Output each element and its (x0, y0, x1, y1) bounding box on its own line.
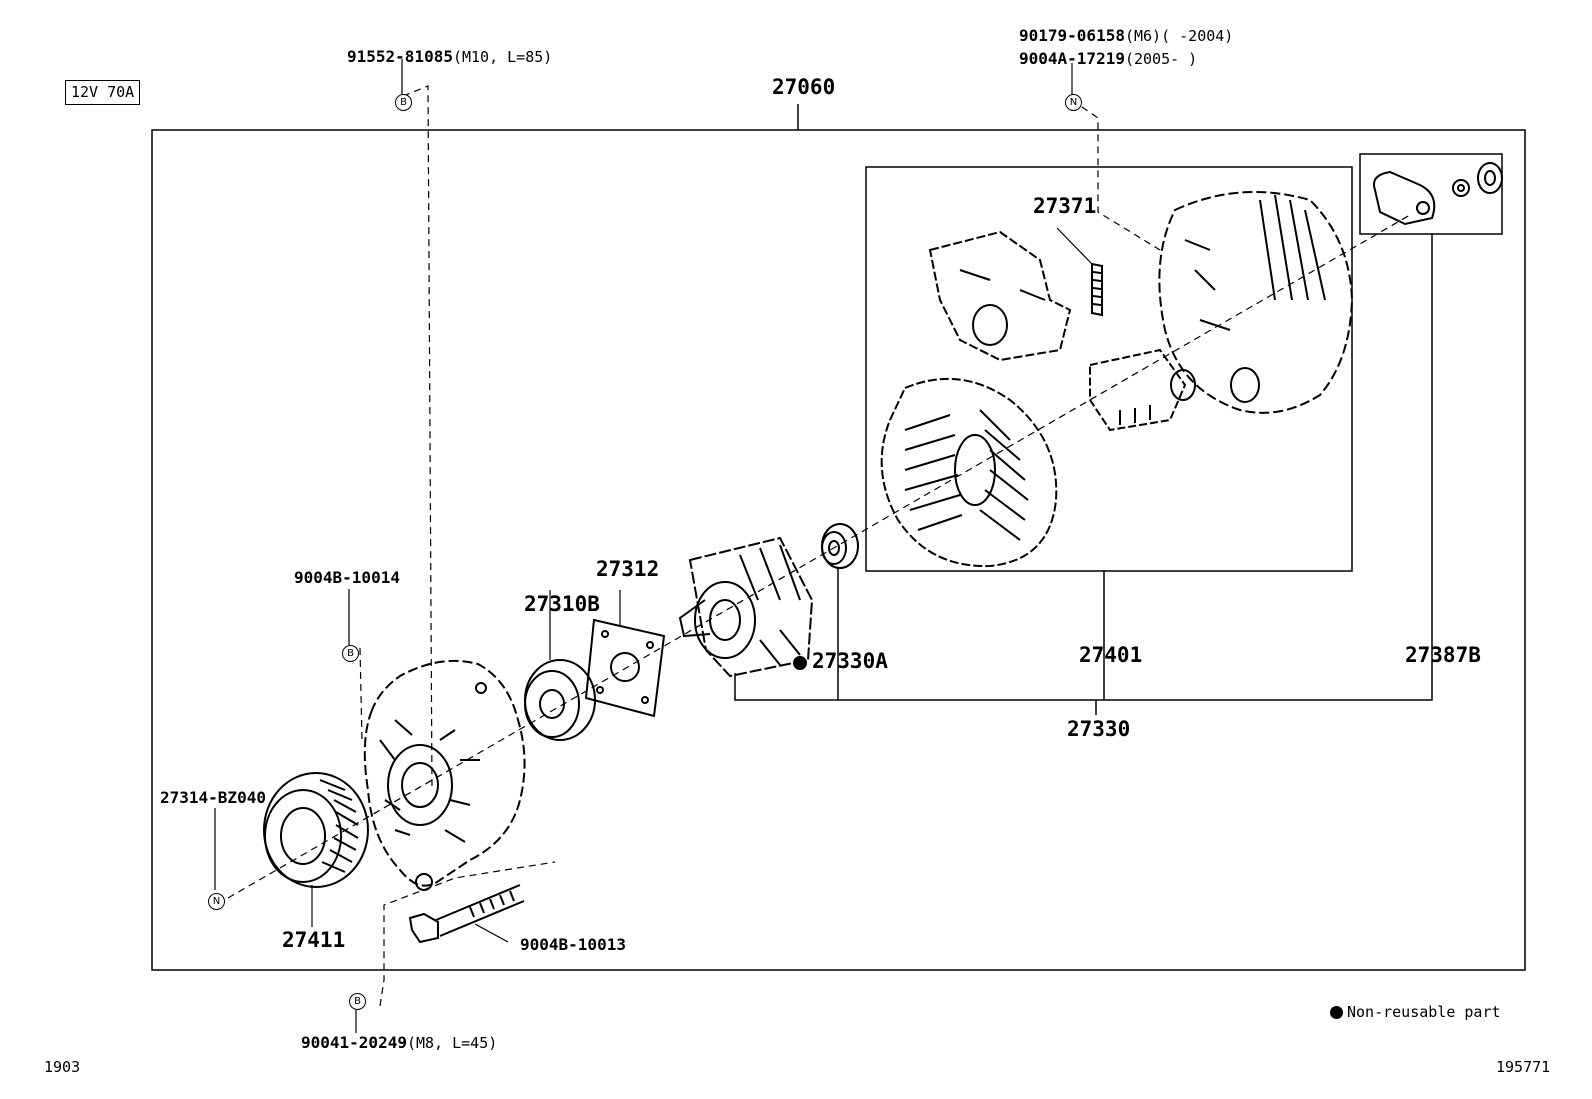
part-number: 9004A-17219 (1019, 49, 1125, 68)
legend-dot (1330, 1006, 1343, 1019)
brush-holder-subbox (1359, 153, 1503, 235)
label-pulley: 27411 (282, 928, 346, 952)
part-number: 90179-06158 (1019, 26, 1125, 45)
assembly-boundary (151, 129, 1526, 971)
bearing-27330A (821, 523, 859, 569)
legend-non-reusable: Non-reusable part (1330, 1005, 1501, 1020)
marker-b-top: B (395, 94, 412, 111)
footer-left: 1903 (44, 1058, 81, 1076)
label-stator: 27401 (1079, 643, 1143, 667)
through-bolt (408, 884, 525, 944)
marker-b-bottom: B (349, 993, 366, 1010)
drive-end-frame (363, 659, 526, 891)
part-spec: (M6)( -2004) (1124, 27, 1234, 45)
marker-n-left: N (208, 893, 225, 910)
regulator (1089, 348, 1196, 432)
nonreusable-dot-27330A (793, 656, 807, 670)
label-bolt-left: 9004B-10014 (294, 568, 400, 587)
label-drive-end-frame: 27330 (1067, 717, 1131, 741)
stator-27401 (880, 377, 1058, 568)
part-spec: (M10, L=85) (452, 48, 553, 66)
part-spec: (2005- ) (1124, 50, 1198, 68)
label-bearing-rear: 27330A (812, 649, 888, 673)
label-rotor: 27312 (596, 557, 660, 581)
clip-27371 (1091, 262, 1103, 317)
label-clip: 27371 (1033, 194, 1097, 218)
brush-holder-27387B (1373, 162, 1503, 226)
stator-subbox (865, 166, 1353, 572)
bearing-27310B (524, 659, 596, 741)
label-bolt-top: 91552-81085(M10, L=85) (347, 49, 552, 65)
label-pulley-nut: 27314-BZ040 (160, 788, 266, 807)
label-bolt-bottom: 90041-20249(M8, L=45) (301, 1035, 497, 1051)
bracket-27330 (734, 233, 1433, 701)
part-number: 91552-81085 (347, 47, 453, 66)
legend-text: Non-reusable part (1347, 1003, 1501, 1021)
marker-b-left: B (342, 645, 359, 662)
part-number: 90041-20249 (301, 1033, 407, 1052)
label-through-bolt: 9004B-10013 (520, 935, 626, 954)
rear-end-frame (1158, 191, 1354, 414)
label-nut-top-a: 90179-06158(M6)( -2004) (1019, 28, 1233, 44)
center-axis (227, 214, 1411, 899)
rotor-27312 (678, 536, 814, 678)
marker-n-top: N (1065, 94, 1082, 111)
part-spec: (M8, L=45) (406, 1034, 498, 1052)
pulley-27411 (263, 772, 369, 888)
label-nut-top-b: 9004A-17219(2005- ) (1019, 51, 1197, 67)
rectifier-holder (928, 230, 1072, 362)
footer-right: 195771 (1496, 1058, 1551, 1076)
retainer-plate (584, 618, 666, 718)
spec-box: 12V 70A (65, 80, 141, 105)
label-brush-holder: 27387B (1405, 643, 1481, 667)
label-bearing-front: 27310B (524, 592, 600, 616)
label-assembly: 27060 (772, 75, 836, 99)
